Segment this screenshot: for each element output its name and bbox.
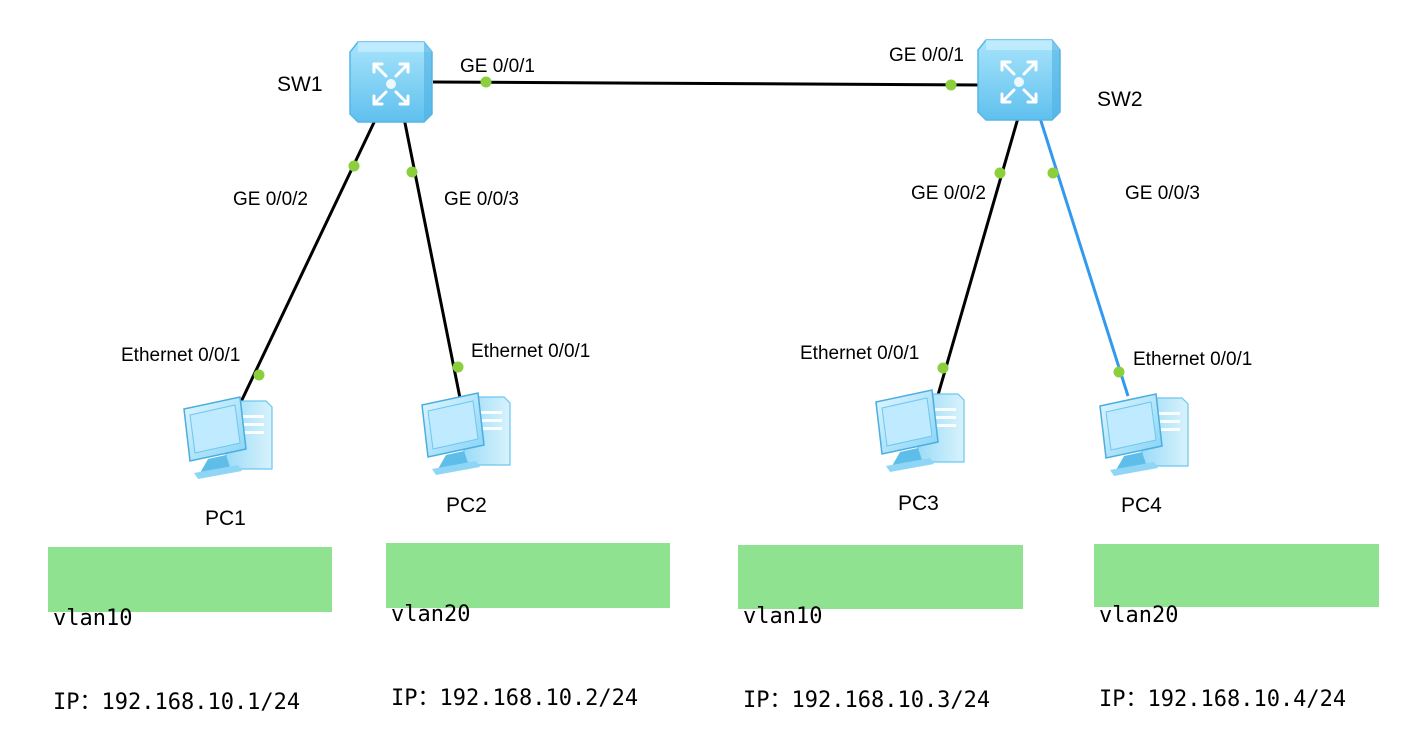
vlan-label: vlan10 (743, 604, 823, 629)
port-label: GE 0/0/2 (233, 189, 308, 210)
switch-label-sw2: SW2 (1097, 88, 1143, 111)
port-dot (937, 362, 949, 374)
pc-icon[interactable] (1099, 393, 1189, 477)
pc-label-pc1: PC1 (205, 507, 246, 530)
link-sw2-pc3[interactable] (936, 117, 1020, 396)
port-label: Ethernet 0/0/1 (1133, 349, 1252, 370)
vlan-ip-note-pc1: vlan10 IP：192.168.10.1/24 (48, 547, 332, 715)
port-dot (1113, 366, 1125, 378)
vlan-label: vlan10 (53, 606, 133, 631)
link-sw1-pc1[interactable] (238, 113, 380, 405)
port-dot (253, 369, 265, 381)
port-label: Ethernet 0/0/1 (471, 341, 590, 362)
vlan-label: vlan20 (391, 602, 471, 627)
port-dot (406, 166, 418, 178)
ip-label: IP：192.168.10.2/24 (391, 686, 639, 711)
port-dot (945, 79, 957, 91)
topology-canvas: SW1 SW2 PC1 PC2 PC3 PC4 GE 0/0/1 GE 0/0/… (121, 38, 1252, 530)
port-label: GE 0/0/1 (460, 56, 535, 77)
port-dot (452, 361, 464, 373)
pc-icon[interactable] (421, 392, 511, 476)
pc-icon[interactable] (875, 389, 965, 473)
port-dot (994, 167, 1006, 179)
port-label: GE 0/0/2 (911, 183, 986, 204)
switch-icon[interactable] (348, 40, 434, 124)
port-dot (480, 76, 492, 88)
port-dot (1047, 167, 1059, 179)
network-topology-diagram: SW1 SW2 PC1 PC2 PC3 PC4 GE 0/0/1 GE 0/0/… (48, 38, 1379, 715)
port-label: Ethernet 0/0/1 (800, 343, 919, 364)
pc-icon[interactable] (183, 396, 273, 480)
link-sw1-pc2[interactable] (402, 117, 462, 399)
pc-label-pc4: PC4 (1121, 494, 1162, 517)
link-sw2-pc4[interactable] (1038, 117, 1130, 397)
link-sw1-sw2[interactable] (432, 80, 983, 87)
ip-label: IP：192.168.10.1/24 (53, 690, 301, 715)
vlan-ip-note-pc4: vlan20 IP：192.168.10.4/24 (1094, 544, 1379, 712)
port-label: GE 0/0/3 (444, 189, 519, 210)
vlan-ip-note-pc2: vlan20 IP：192.168.10.2/24 (386, 543, 670, 711)
switch-label-sw1: SW1 (277, 73, 323, 96)
pc-label-pc2: PC2 (446, 494, 487, 517)
port-label: GE 0/0/1 (889, 45, 964, 66)
pc-label-pc3: PC3 (898, 492, 939, 515)
vlan-label: vlan20 (1099, 603, 1179, 628)
port-dots (253, 76, 1125, 381)
switch-icon[interactable] (976, 38, 1062, 122)
links-layer (238, 80, 1130, 405)
ip-label: IP：192.168.10.4/24 (1099, 687, 1347, 712)
port-label: GE 0/0/3 (1125, 183, 1200, 204)
vlan-ip-note-pc3: vlan10 IP：192.168.10.3/24 (738, 545, 1023, 713)
ip-label: IP：192.168.10.3/24 (743, 688, 991, 713)
port-label: Ethernet 0/0/1 (121, 345, 240, 366)
port-dot (348, 160, 360, 172)
